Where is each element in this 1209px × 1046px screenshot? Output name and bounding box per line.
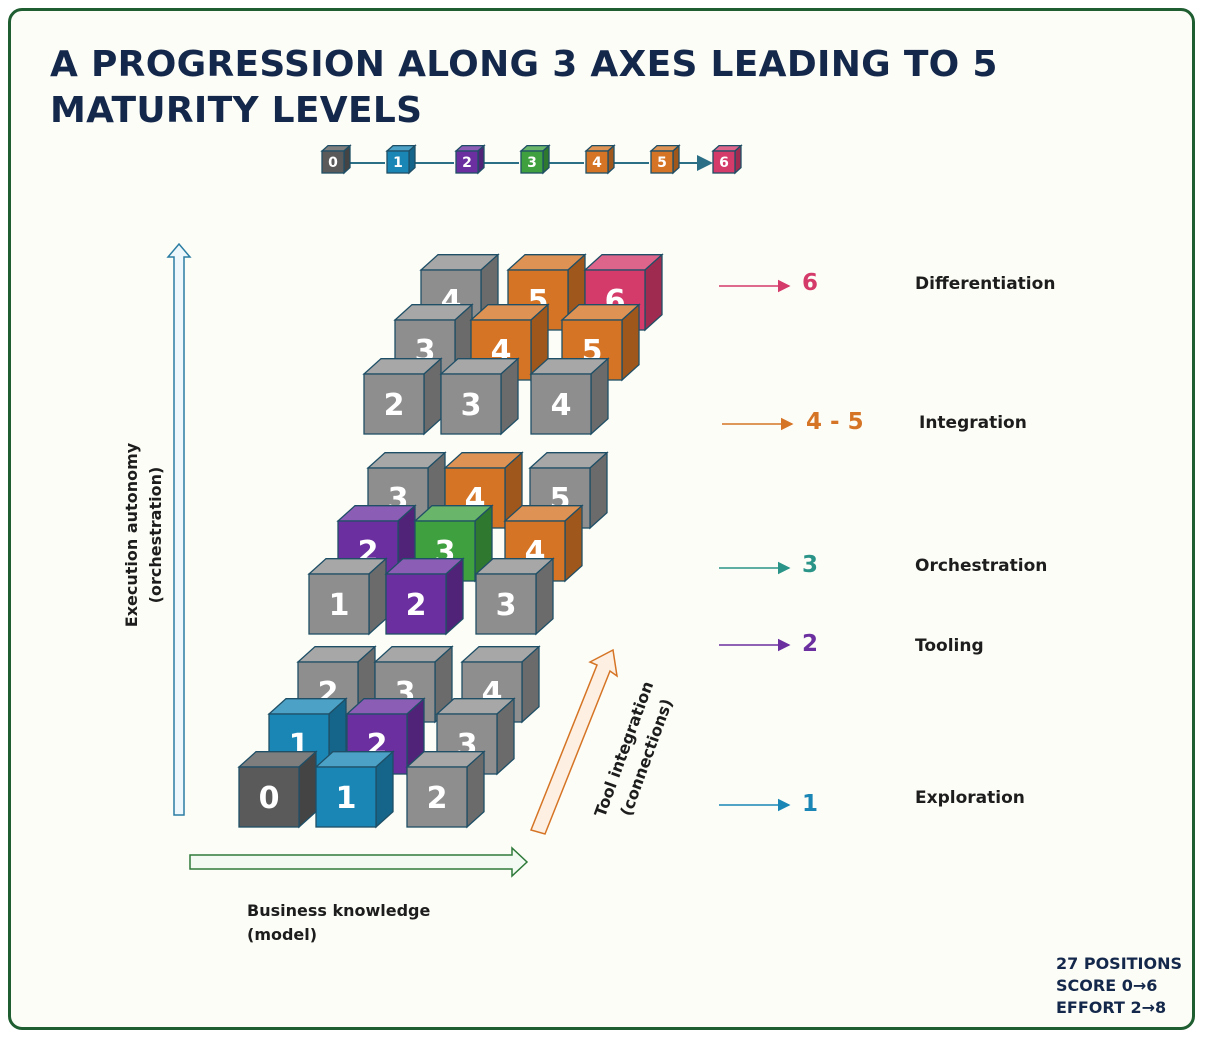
legend-cube-6-label: 6 [719, 155, 729, 171]
cube-l2-r3-c2-label: 2 [406, 588, 427, 623]
level-name-exploration: Exploration [915, 788, 1025, 808]
cube-l1-r3-c2-label: 1 [336, 781, 357, 816]
cube-l2-r3-c1: 1 [307, 557, 388, 636]
diagonal-axis-arrow [529, 648, 619, 835]
cube-l1-r3-c1: 0 [237, 750, 318, 829]
legend-cube-2: 2 [454, 144, 486, 175]
page-title: A PROGRESSION ALONG 3 AXES LEADING TO 5 … [50, 44, 998, 131]
legend-cube-5: 5 [649, 144, 681, 175]
legend-cube-3: 3 [519, 144, 551, 175]
cube-l2-r3-c2: 2 [384, 557, 465, 636]
score-scale-legend: 0 1 2 3 4 5 6 [320, 144, 743, 175]
cube-l3-r3-c1: 2 [362, 357, 443, 436]
level-name-orchestration: Orchestration [915, 556, 1048, 576]
cube-l1-r3-c3: 2 [405, 750, 486, 829]
horizontal-axis-label-line1: Business knowledge [247, 901, 431, 920]
cube-l3-r3-c1-label: 2 [384, 388, 405, 423]
cube-l1-r3-c3-label: 2 [427, 781, 448, 816]
stats-positions: 27 POSITIONS [1056, 954, 1183, 973]
level-score-integration: 4 - 5 [806, 409, 864, 435]
legend-cube-0-label: 0 [328, 155, 338, 171]
vertical-axis-label: Execution autonomy (orchestration) [120, 435, 168, 635]
stats-summary: 27 POSITIONS SCORE 0→6 EFFORT 2→8 [1056, 953, 1182, 1019]
level-arrows [719, 279, 794, 812]
level-name-differentiation: Differentiation [915, 274, 1056, 294]
cube-l2-r3-c1-label: 1 [329, 588, 350, 623]
cube-l1-r3-c1-label: 0 [259, 781, 280, 816]
stats-score: SCORE 0→6 [1056, 976, 1158, 995]
horizontal-axis-label-line2: (model) [247, 925, 318, 944]
horizontal-axis-label: Business knowledge (model) [247, 899, 430, 947]
cube-l3-r3-c3: 4 [529, 357, 610, 436]
vertical-axis-label-line1: Execution autonomy [122, 442, 141, 628]
level-score-tooling: 2 [802, 631, 819, 657]
vertical-axis-label-line2: (orchestration) [146, 466, 165, 604]
legend-cube-4: 4 [584, 144, 616, 175]
cube-l3-r3-c3-label: 4 [551, 388, 572, 423]
horizontal-axis-arrow [189, 846, 529, 878]
legend-cube-4-label: 4 [592, 155, 602, 171]
legend-cube-6: 6 [711, 144, 743, 175]
level-name-tooling: Tooling [915, 636, 984, 656]
level-name-integration: Integration [919, 413, 1027, 433]
cube-l3-r3-c2: 3 [439, 357, 520, 436]
level-score-differentiation: 6 [802, 270, 819, 296]
legend-cube-1-label: 1 [393, 155, 403, 171]
cube-l1-r2-c3: 3 [435, 697, 516, 776]
cube-l1-r3-c2: 1 [314, 750, 395, 829]
legend-cube-5-label: 5 [657, 155, 667, 171]
cube-l2-r3-c3-label: 3 [496, 588, 517, 623]
vertical-axis-arrow [166, 242, 192, 816]
cube-l2-r3-c3: 3 [474, 557, 555, 636]
level-score-orchestration: 3 [802, 552, 819, 578]
legend-cube-1: 1 [385, 144, 417, 175]
legend-cube-3-label: 3 [527, 155, 537, 171]
stats-effort: EFFORT 2→8 [1056, 998, 1167, 1017]
legend-cube-2-label: 2 [462, 155, 472, 171]
level-score-exploration: 1 [802, 791, 819, 817]
cube-l3-r3-c2-label: 3 [461, 388, 482, 423]
legend-cube-0: 0 [320, 144, 352, 175]
